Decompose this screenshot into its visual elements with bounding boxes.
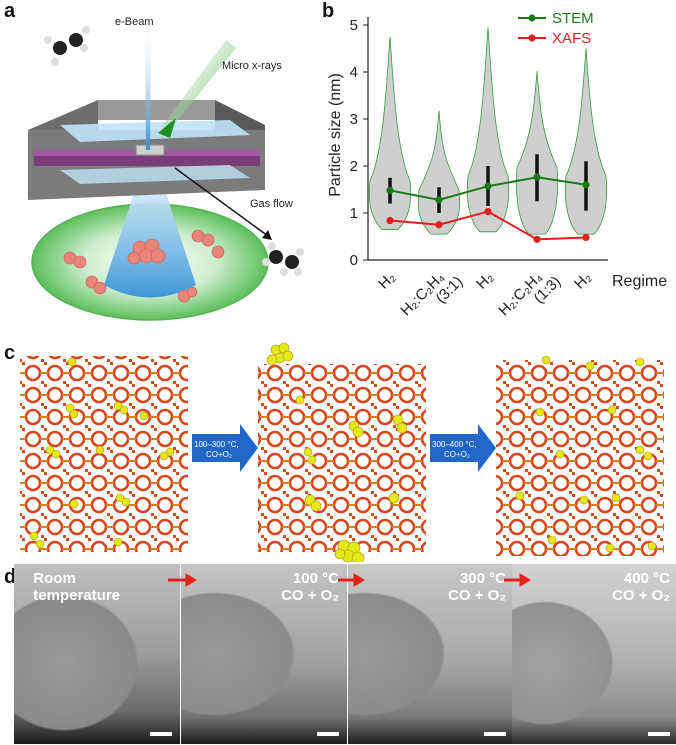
process-arrow-2 (430, 424, 496, 472)
gas-flow-label: Gas flow (250, 198, 293, 210)
x-tick-label: H₂ (571, 269, 595, 293)
arrow2-line2: CO+O₂ (444, 450, 470, 459)
legend-label: STEM (552, 10, 594, 27)
violin (368, 36, 412, 230)
xray-beam (162, 40, 236, 132)
x-tick-label: H₂:C₂H₄(1:3) (495, 262, 564, 331)
data-point (582, 181, 590, 189)
y-tick-label: 0 (350, 252, 358, 269)
zeolite-model-1 (20, 356, 188, 552)
legend-marker (528, 34, 536, 42)
scale-bar (484, 732, 506, 736)
y-tick-label: 5 (350, 17, 358, 34)
particle-size-chart: Particle size (nm) Regime 012345H₂H₂:C₂H… (327, 10, 667, 331)
violin (466, 27, 510, 233)
data-point (386, 216, 394, 225)
transmission-cone (104, 175, 196, 298)
process-arrow-1 (192, 424, 258, 472)
legend-marker (528, 14, 536, 22)
scale-bar (317, 732, 339, 736)
ethylene-molecule (44, 26, 90, 66)
data-point (582, 233, 590, 242)
arrow2-line1: 300–400 °C, (432, 440, 477, 449)
panel-c-label: c (4, 342, 16, 364)
y-tick-label: 2 (350, 158, 358, 175)
data-point (386, 186, 394, 195)
nanoparticles (63, 229, 225, 303)
x-tick-label: H₂ (473, 269, 497, 293)
reactor-illustration (28, 20, 304, 321)
y-tick-label: 4 (350, 64, 358, 81)
violin (515, 71, 559, 235)
xray-label: Micro x-rays (222, 60, 282, 72)
data-point (533, 235, 541, 243)
ethane-molecule (262, 242, 304, 276)
sequence-arrows (168, 573, 531, 587)
x-axis-label: Regime (612, 273, 667, 290)
scale-bar (648, 732, 670, 736)
zeolite-models: 100–300 °C, CO+O₂ 300–400 °C, CO+O₂ (20, 342, 664, 562)
x-tick-label: H₂ (375, 269, 399, 293)
arrow1-line1: 100–300 °C, (194, 440, 239, 449)
panel-d-label: d (4, 566, 17, 588)
arrow1-line2: CO+O₂ (206, 450, 232, 459)
legend-label: XAFS (552, 30, 591, 47)
data-point (435, 221, 443, 229)
panel-b-label: b (322, 0, 335, 22)
y-axis-label: Particle size (nm) (327, 73, 344, 197)
data-point (533, 173, 541, 181)
zeolite-model-3 (496, 360, 664, 556)
data-point (484, 182, 492, 190)
data-point (435, 196, 443, 204)
y-tick-label: 3 (350, 111, 358, 128)
scale-bar (150, 732, 172, 736)
ebeam-label: e-Beam (115, 16, 154, 28)
e-beam (145, 20, 151, 150)
data-point (484, 207, 492, 216)
violin (417, 110, 461, 235)
panel-a-label: a (4, 0, 16, 22)
x-tick-label: H₂:C₂H₄(3:1) (397, 262, 466, 331)
y-tick-label: 1 (350, 205, 358, 222)
zeolite-model-2 (258, 364, 426, 552)
